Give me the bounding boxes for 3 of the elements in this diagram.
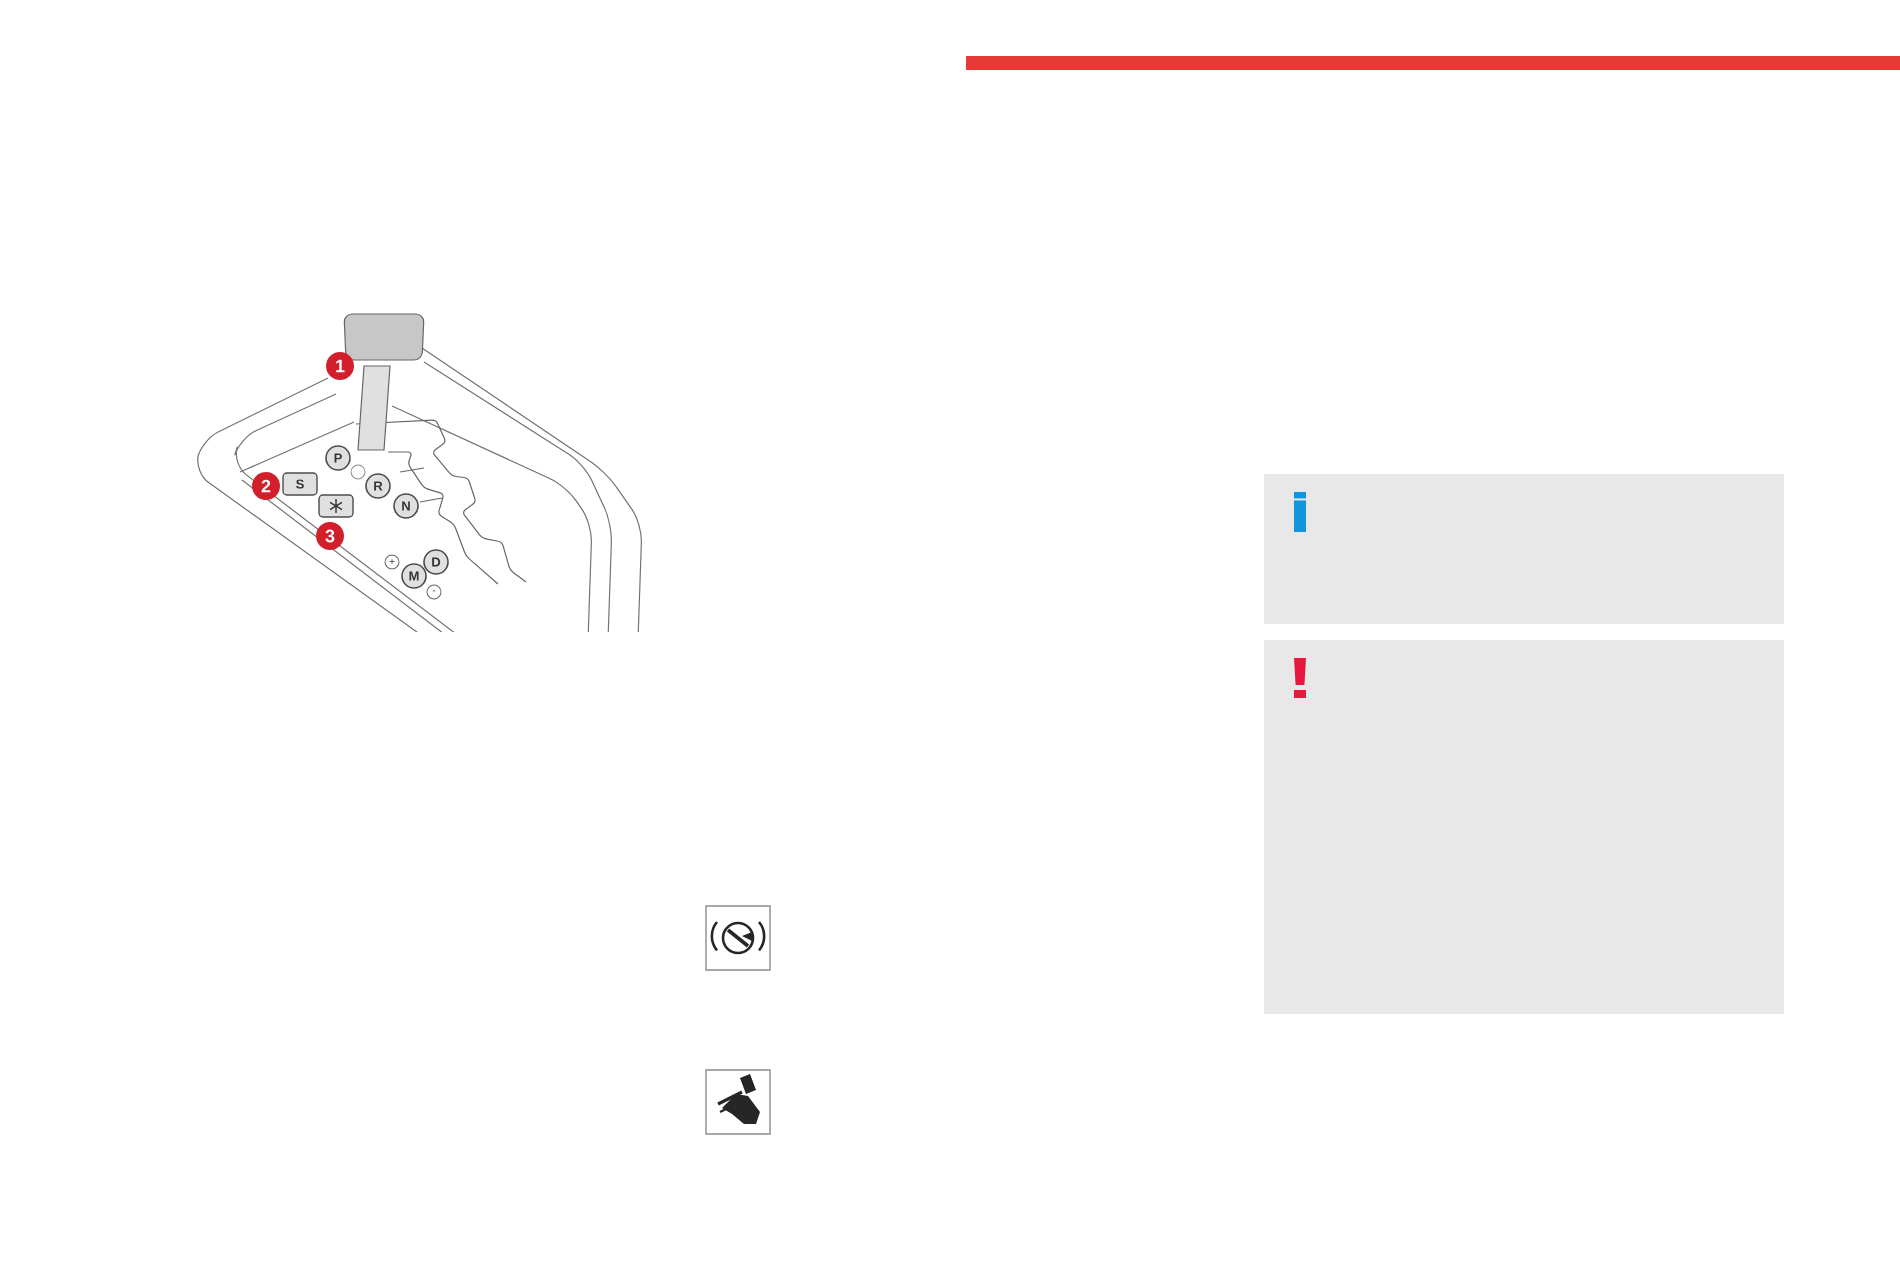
- callout-number: 1: [326, 352, 354, 380]
- callout-number: 3: [316, 522, 344, 550]
- callout-number: 2: [252, 472, 280, 500]
